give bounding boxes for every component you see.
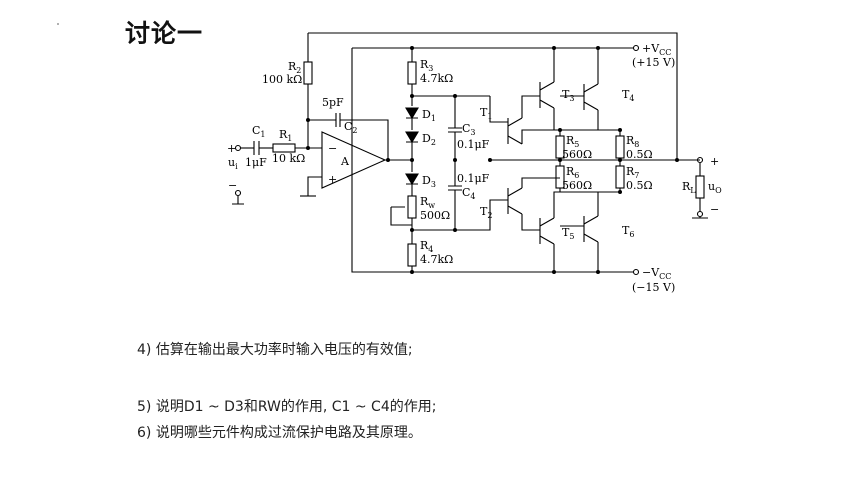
r6-label: R6 — [566, 165, 579, 180]
resistor-r8 — [615, 135, 625, 159]
r2-label: R2 — [288, 60, 301, 75]
c1-value: 1μF — [245, 156, 267, 169]
question-5: 5) 说明D1 ~ D3和RW的作用, C1 ~ C4的作用; — [137, 399, 437, 415]
diode-d1 — [405, 107, 419, 120]
capacitor-c1 — [253, 141, 260, 155]
t4-label: T4 — [622, 88, 634, 103]
c3-label: C3 — [462, 122, 476, 137]
vcc-neg-label: −VCC — [642, 266, 671, 281]
amp-label: A — [340, 155, 350, 168]
resistor-r2 — [303, 61, 313, 85]
r3-label: R3 — [420, 58, 433, 73]
c2-value: 5pF — [322, 96, 344, 109]
input-ground-terminal — [234, 189, 242, 197]
r8-value: 0.5Ω — [626, 148, 653, 161]
r6-value: 560Ω — [562, 179, 592, 192]
output-terminal — [696, 156, 704, 164]
decorative-dot — [57, 23, 59, 25]
ui-label: ui — [228, 156, 238, 171]
r2-value: 100 kΩ — [262, 73, 302, 86]
feedback-wire — [308, 32, 678, 160]
question-6: 6) 说明哪些元件构成过流保护电路及其原理。 — [137, 425, 422, 441]
output-minus: − — [710, 203, 719, 216]
resistor-r3 — [407, 61, 417, 85]
r4-label: R4 — [420, 239, 433, 254]
input-plus: + — [227, 142, 236, 155]
r5-value: 560Ω — [562, 148, 592, 161]
capacitor-c2 — [308, 113, 389, 160]
d3-label: D3 — [422, 174, 436, 189]
uo-label: uO — [708, 180, 722, 195]
c4-value: 0.1μF — [457, 172, 490, 185]
op-amp — [321, 131, 387, 189]
r7-value: 0.5Ω — [626, 179, 653, 192]
d1-label: D1 — [422, 108, 436, 123]
diode-d2 — [405, 131, 419, 144]
resistor-r1 — [272, 143, 296, 153]
rw-value: 500Ω — [420, 209, 450, 222]
transistor-t5 — [539, 217, 555, 245]
transistor-t3 — [539, 81, 555, 109]
question-4: 4) 估算在输出最大功率时输入电压的有效值; — [137, 342, 413, 358]
r1-label: R1 — [279, 128, 292, 143]
resistor-r4 — [407, 243, 417, 267]
c2-label: C2 — [344, 120, 358, 135]
page-title: 讨论一 — [125, 19, 204, 48]
vcc-pos-value: (+15 V) — [632, 56, 675, 69]
capacitor-c4 — [412, 160, 462, 231]
amp-minus: − — [328, 142, 337, 155]
t6-label: T6 — [622, 224, 634, 239]
input-terminal — [234, 144, 242, 152]
diode-d3 — [405, 173, 419, 186]
resistor-rl — [695, 175, 705, 199]
r3-value: 4.7kΩ — [420, 72, 453, 85]
r4-value: 4.7kΩ — [420, 253, 453, 266]
c4-label: C4 — [462, 186, 476, 201]
vcc-pos-label: +VCC — [642, 42, 671, 57]
transistor-t4 — [583, 83, 599, 111]
c1-label: C1 — [252, 124, 266, 139]
t3-label: T3 — [562, 88, 574, 103]
input-minus: − — [228, 179, 237, 192]
transistor-t6 — [583, 215, 599, 243]
t1-label: T1 — [480, 106, 492, 121]
vcc-neg-value: (−15 V) — [632, 281, 675, 294]
t5-label: T5 — [562, 226, 574, 241]
resistor-r7 — [615, 165, 625, 189]
transistor-t1 — [507, 117, 523, 145]
amp-plus: + — [328, 173, 337, 186]
c3-value: 0.1μF — [457, 138, 490, 151]
negative-rail — [351, 48, 633, 273]
r8-label: R8 — [626, 134, 639, 149]
r5-label: R5 — [566, 134, 579, 149]
circuit-diagram: R2 100 kΩ C1 1μF R1 10 kΩ 5pF C2 A − + +… — [227, 32, 722, 294]
transistor-t2 — [507, 187, 523, 215]
capacitor-c3 — [412, 95, 462, 160]
potentiometer-rw — [407, 195, 417, 219]
t2-label: T2 — [480, 205, 492, 220]
r7-label: R7 — [626, 165, 639, 180]
d2-label: D2 — [422, 132, 436, 147]
output-plus: + — [710, 155, 719, 168]
rw-label: Rw — [420, 195, 435, 210]
r1-value: 10 kΩ — [272, 152, 305, 165]
rl-label: RL — [682, 180, 696, 195]
